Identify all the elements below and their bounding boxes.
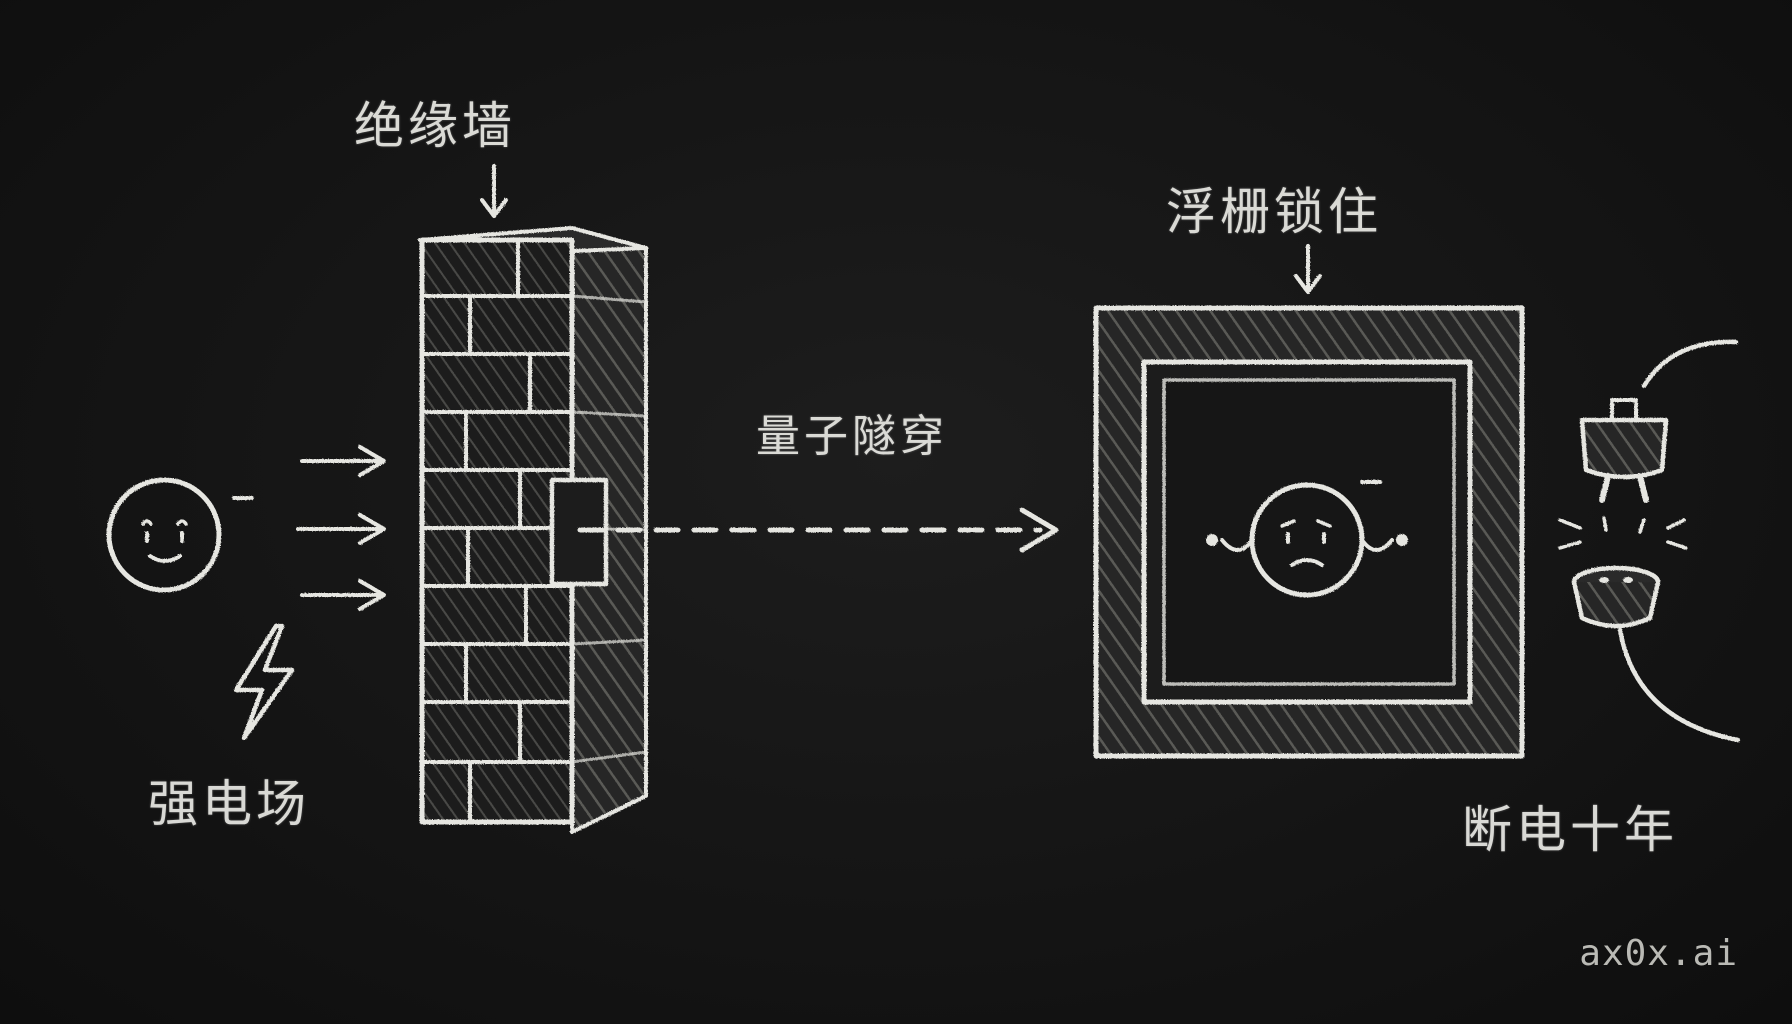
label-insulation-wall: 绝缘墙 <box>354 97 516 155</box>
tunneling-path <box>577 507 1059 553</box>
arrow-right-icon <box>296 513 386 545</box>
arrow-right-icon <box>300 445 386 477</box>
watermark: ax0x.ai <box>1579 933 1738 974</box>
electron-left <box>106 477 254 593</box>
floating-gate-box <box>1093 305 1525 759</box>
wall-label-arrow <box>480 164 508 218</box>
worried-face-icon <box>1206 482 1408 598</box>
electron-trapped <box>1206 480 1408 598</box>
label-power-off-ten-years: 断电十年 <box>1462 801 1678 859</box>
insulation-wall-block <box>418 226 648 834</box>
unplugged-plug-icon <box>1558 339 1741 743</box>
field-arrows <box>296 445 386 611</box>
happy-face-icon <box>106 477 222 593</box>
arrow-right-icon <box>300 579 386 611</box>
lightning-bolt-icon <box>233 623 295 741</box>
label-strong-field: 强电场 <box>148 775 310 833</box>
label-floating-gate-locked: 浮栅锁住 <box>1166 183 1382 241</box>
brick-lines <box>420 238 574 824</box>
gate-label-arrow <box>1294 244 1322 294</box>
label-quantum-tunneling: 量子隧穿 <box>756 411 948 462</box>
